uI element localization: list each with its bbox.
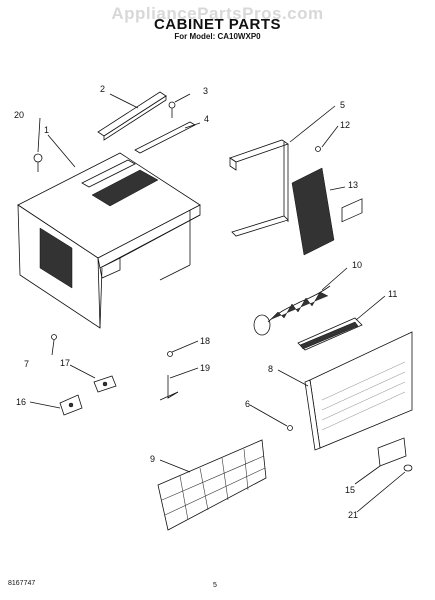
callout-9: 9 [150, 454, 155, 464]
part-4-bracket [134, 121, 196, 154]
part-13-filter-panel [291, 167, 335, 256]
part-18-screw [167, 351, 173, 357]
callout-1: 1 [44, 125, 49, 135]
page-title: CABINET PARTS [153, 16, 282, 33]
callout-16: 16 [16, 397, 26, 407]
callout-8: 8 [268, 364, 273, 374]
part-21-knob [403, 464, 413, 472]
callout-2: 2 [100, 84, 105, 94]
part-19-bracket [159, 375, 179, 401]
callout-6: 6 [245, 399, 250, 409]
part-9-air-filter [157, 439, 267, 531]
callout-18: 18 [200, 336, 210, 346]
part-1-cabinet [17, 152, 201, 329]
leader-lines [29, 93, 406, 513]
callout-19: 19 [200, 363, 210, 373]
part-7-screw [51, 334, 57, 340]
part-8-front-grille [304, 198, 413, 451]
callout-17: 17 [60, 358, 70, 368]
part-11-louver [297, 317, 363, 351]
part-16-foot [59, 394, 83, 416]
callout-10: 10 [352, 260, 362, 270]
part-20-screw [33, 153, 43, 172]
callout-12: 12 [340, 120, 350, 130]
page-number: 5 [213, 582, 217, 589]
callout-5: 5 [340, 100, 345, 110]
callout-20: 20 [14, 110, 24, 120]
callout-labels: 1 2 3 4 5 6 7 8 9 10 11 12 13 15 16 17 1… [14, 84, 397, 520]
part-6-screw [287, 425, 293, 431]
part-3-screw [168, 101, 176, 118]
part-5-frame [229, 139, 289, 237]
callout-13: 13 [348, 180, 358, 190]
callout-11: 11 [388, 289, 397, 299]
watermark: AppliancePartsPros.com [111, 4, 324, 23]
part-15-label-plate [377, 437, 407, 467]
part-10-fan-blade [253, 285, 331, 336]
callout-21: 21 [348, 510, 358, 520]
callout-15: 15 [345, 485, 355, 495]
document-number: 8167747 [8, 580, 36, 587]
part-17-foot [93, 375, 117, 393]
callout-4: 4 [204, 114, 209, 124]
model-subtitle: For Model: CA10WXP0 [174, 32, 261, 41]
part-2-top-rail [97, 91, 167, 141]
callout-3: 3 [203, 86, 208, 96]
callout-7: 7 [24, 359, 29, 369]
part-12-screw [315, 146, 321, 152]
